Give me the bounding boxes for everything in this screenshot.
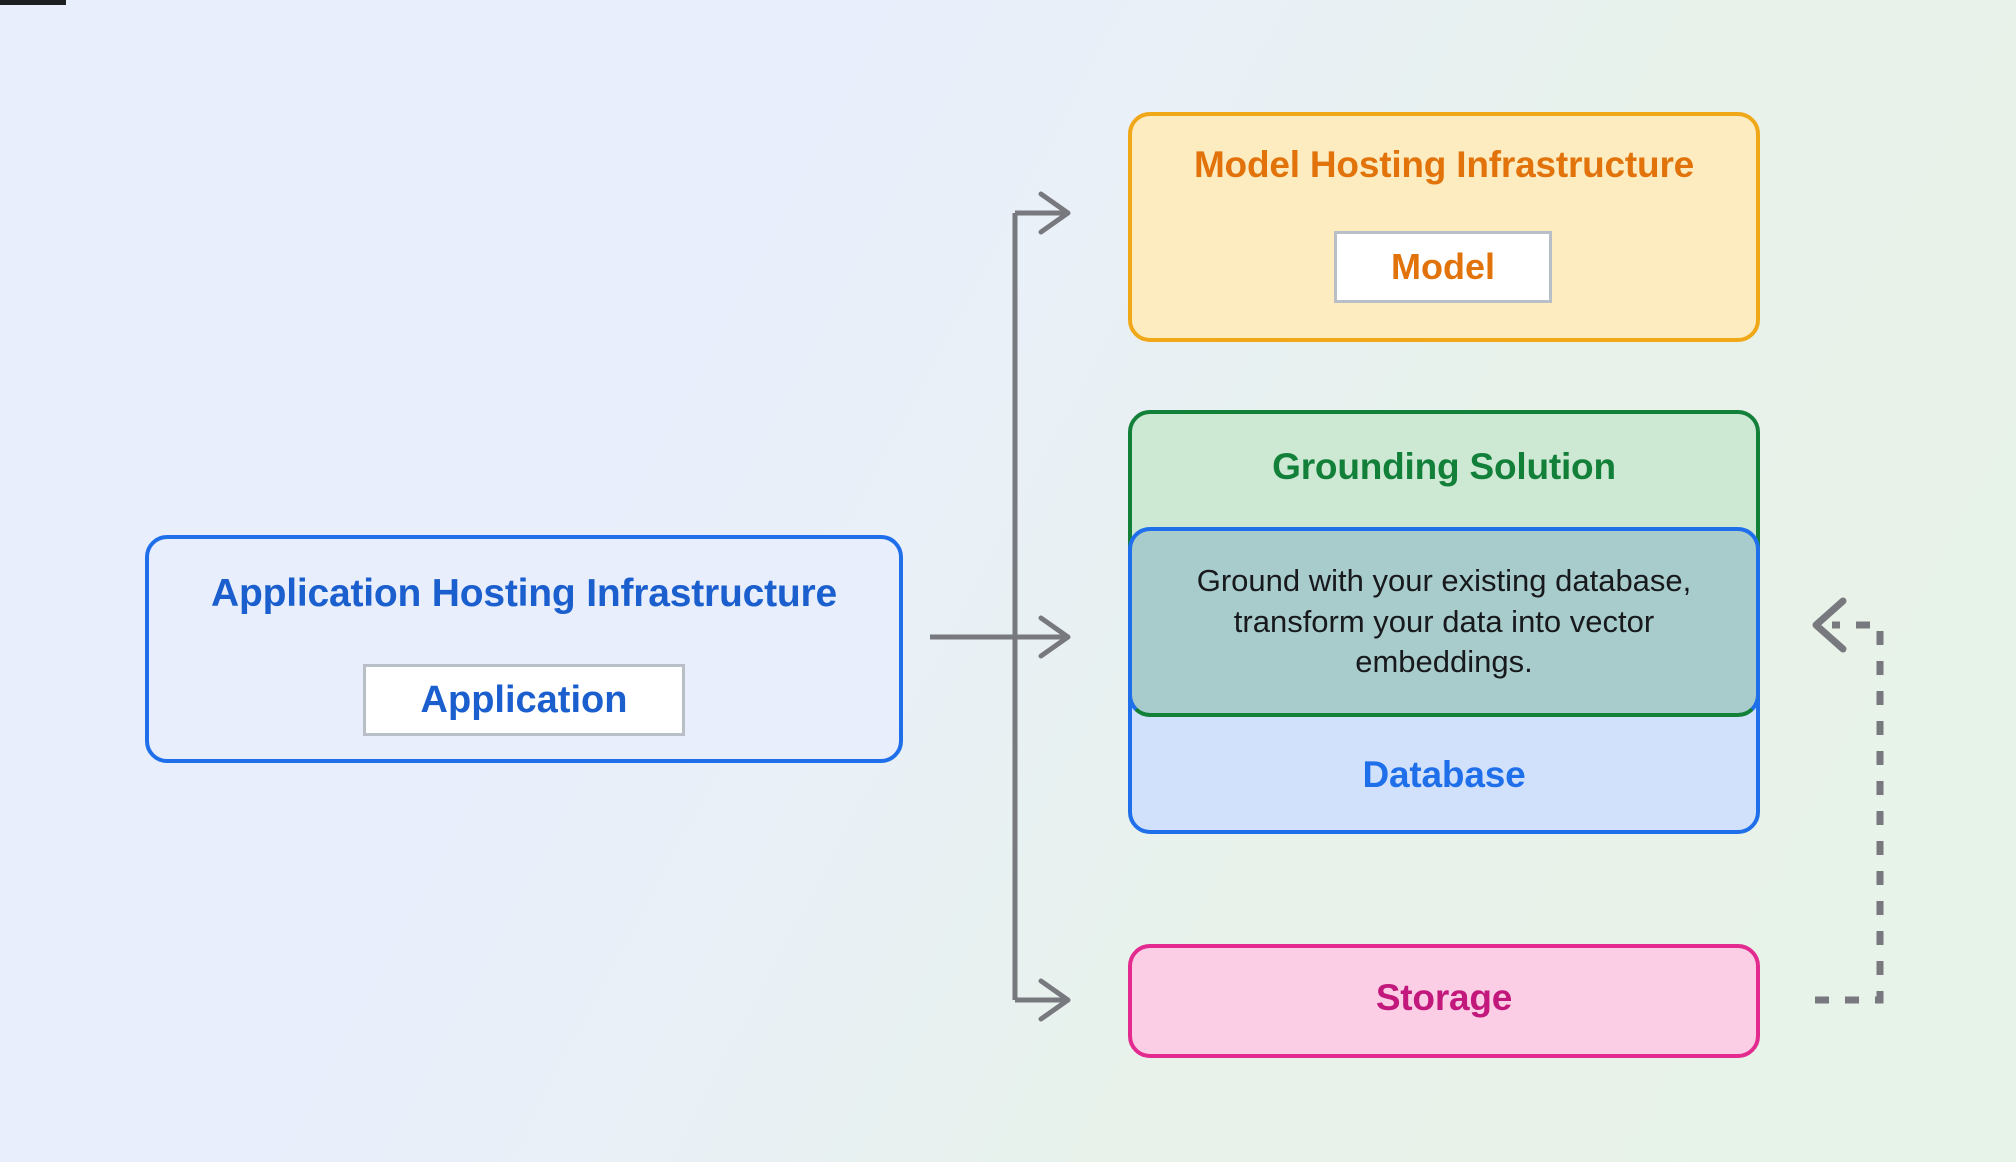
model-hosting-title: Model Hosting Infrastructure bbox=[1193, 144, 1695, 185]
database-title: Database bbox=[1362, 754, 1526, 795]
chip-application[interactable]: Application bbox=[363, 664, 685, 736]
dashed-arrowhead-group bbox=[1812, 597, 1847, 653]
dashed-connector-group bbox=[1815, 621, 1884, 1004]
application-hosting-title: Application Hosting Infrastructure bbox=[211, 572, 837, 615]
grounding-solution-title: Grounding Solution bbox=[1272, 446, 1616, 487]
solid-arrowheads bbox=[1038, 191, 1071, 1022]
storage-title: Storage bbox=[1375, 977, 1513, 1018]
storage-feedback-path bbox=[1815, 621, 1884, 1004]
arrowhead-model-hosting bbox=[1038, 191, 1071, 235]
arrowhead-storage-feedback bbox=[1812, 597, 1847, 653]
node-grounding-database-overlap[interactable]: Ground with your existing database, tran… bbox=[1128, 527, 1760, 717]
node-application-hosting-infrastructure[interactable]: Application Hosting Infrastructure Appli… bbox=[145, 535, 903, 763]
solid-connector-group bbox=[930, 210, 1065, 1003]
node-storage[interactable]: Storage bbox=[1128, 944, 1760, 1058]
arrowhead-storage bbox=[1038, 978, 1071, 1022]
arrowhead-grounding bbox=[1038, 615, 1071, 659]
overlap-description: Ground with your existing database, tran… bbox=[1196, 562, 1692, 680]
image-edge-artifact bbox=[0, 0, 66, 5]
chip-model[interactable]: Model bbox=[1334, 231, 1552, 303]
node-model-hosting-infrastructure[interactable]: Model Hosting Infrastructure Model bbox=[1128, 112, 1760, 342]
